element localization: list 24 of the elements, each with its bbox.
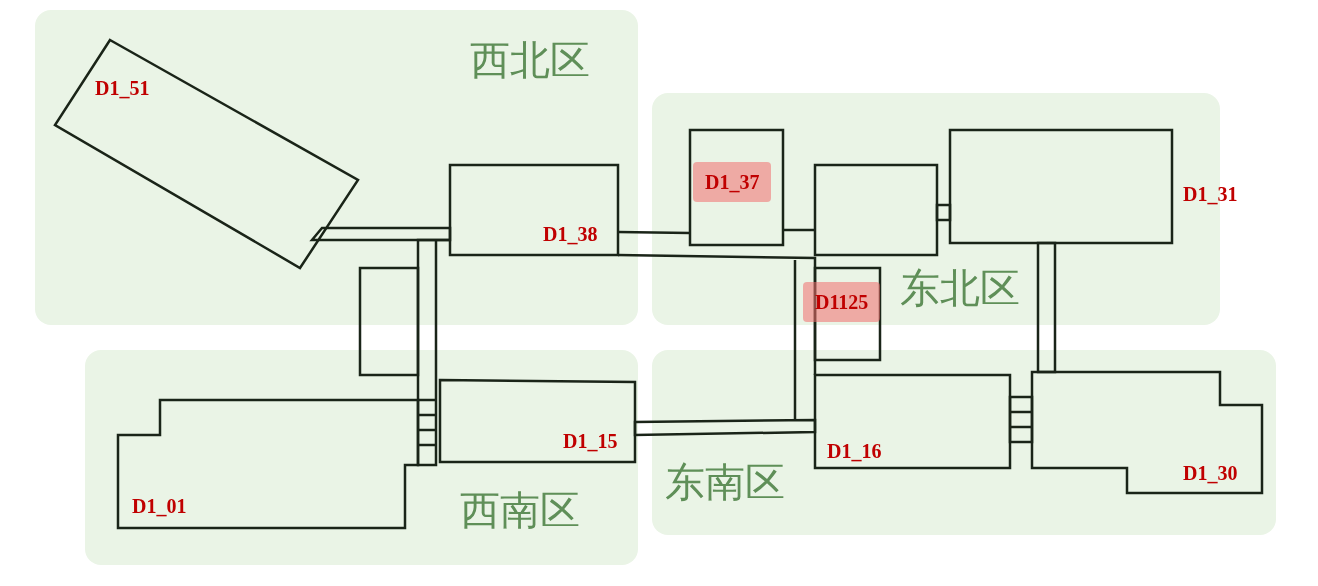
zone-label: 西北区 (470, 40, 590, 80)
zone-panel (85, 350, 638, 565)
corridor (1036, 241, 1057, 374)
building-label: D1_37 (693, 162, 772, 202)
building-label: D1_31 (1183, 184, 1238, 204)
building-label: D1_01 (132, 496, 187, 516)
corridor (618, 230, 690, 235)
zone-label: 西南区 (460, 490, 580, 530)
building-label: D1_16 (827, 441, 882, 461)
corridor (1008, 395, 1034, 444)
corridor (935, 203, 952, 222)
building-label: D1_30 (1183, 463, 1238, 483)
corridor (618, 253, 817, 375)
building-label: D1_15 (563, 431, 618, 451)
corridor (309, 226, 452, 242)
corridor (416, 238, 452, 467)
zone-label: 东北区 (900, 268, 1020, 308)
zone-label: 东南区 (665, 462, 785, 502)
building-label: D1_38 (543, 224, 598, 244)
corridor (783, 228, 815, 232)
zone-panel (35, 10, 638, 325)
zone-panel (652, 350, 1276, 535)
corridor (633, 418, 817, 437)
building-label: D1_51 (95, 78, 150, 98)
